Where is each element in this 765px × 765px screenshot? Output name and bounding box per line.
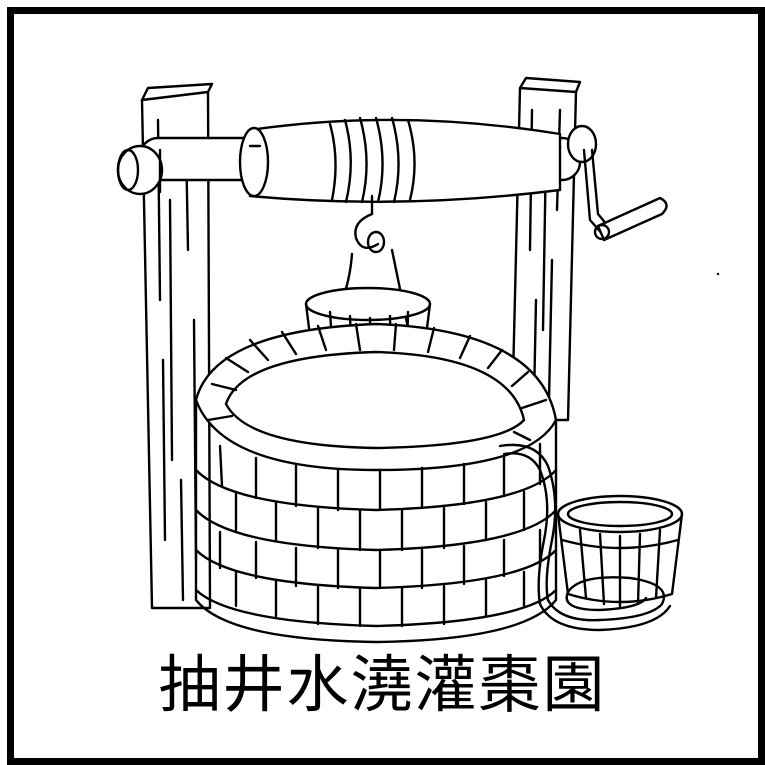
well-body — [196, 400, 556, 642]
crank-handle-icon — [568, 126, 667, 240]
ground-bucket-icon — [558, 496, 682, 606]
hook — [355, 196, 384, 252]
hose — [500, 445, 670, 630]
well-rim — [196, 324, 556, 470]
caption-text: 抽井水澆灌棗園 — [158, 648, 607, 721]
rope-coils — [330, 118, 415, 202]
